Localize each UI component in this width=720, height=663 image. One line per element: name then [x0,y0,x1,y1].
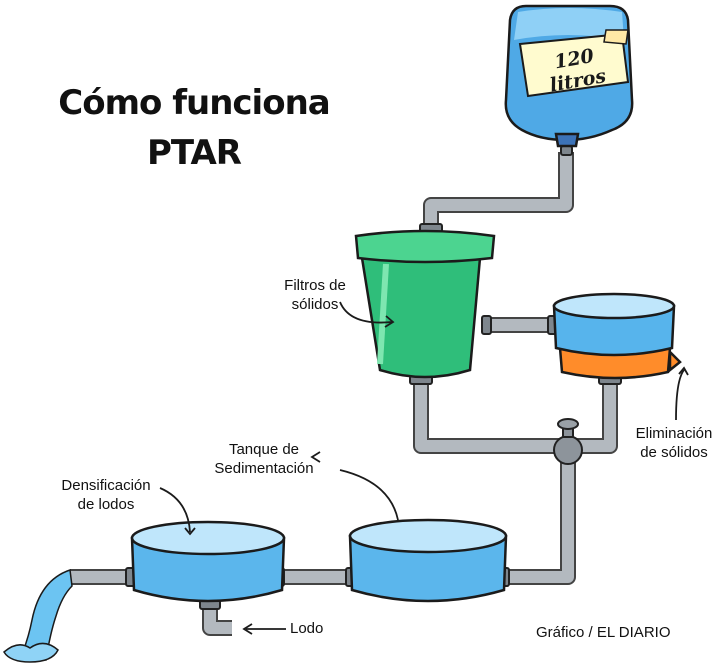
valve [553,418,583,465]
title-line-1: Cómo funciona [58,83,330,123]
tanque-sedimentacion [348,518,508,603]
arrow-tanque [339,469,399,521]
label-lodo: Lodo [290,620,324,637]
label-tanque: Tanque de Sedimentación [206,440,322,478]
title-line-2: PTAR [147,133,242,173]
label-filtros: Filtros de sólidos [272,276,358,314]
credit: Gráfico / EL DIARIO [536,624,671,641]
label-filtros-line2: sólidos [291,296,339,313]
label-filtros-line1: Filtros de [284,277,346,294]
water-outflow [3,568,73,663]
filtro-solidos [354,229,496,379]
densificacion-tank [130,520,286,603]
label-eliminacion-line1: Eliminación [635,425,713,442]
pipe-bottle-to-filter [423,152,574,232]
arrow-filtros [339,301,393,324]
eliminacion-solidos-unit [552,292,682,380]
pointer-arrows [159,301,689,635]
label-densificacion: Densificación de lodos [50,476,162,514]
page-title: Cómo funciona PTAR [44,78,344,178]
label-eliminacion-line2: de sólidos [640,444,708,461]
pipe-eliminacion-down [568,378,618,454]
label-tanque-line1: Tanque de [228,441,300,458]
arrow-eliminacion [675,369,685,421]
pipe-network [70,152,618,636]
label-tanque-line2: Sedimentación [214,460,314,477]
label-densificacion-line2: de lodos [77,496,135,513]
pipe-filter-down [413,378,568,454]
water-bottle [504,4,634,148]
arrow-densificacion [159,487,191,533]
pipe-to-sedimentacion [508,446,576,585]
label-densificacion-line1: Densificación [61,477,151,494]
label-eliminacion: Eliminación de sólidos [628,424,720,462]
